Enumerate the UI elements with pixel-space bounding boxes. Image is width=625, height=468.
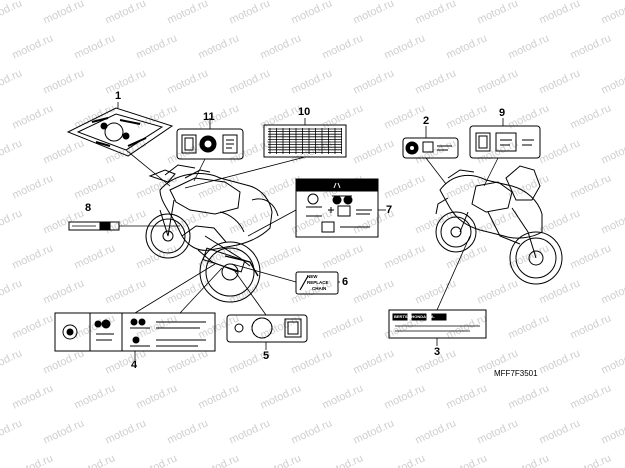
label-6-line2: REPLACE (307, 280, 329, 285)
callout-4: 4 (131, 359, 138, 371)
callout-11: 11 (203, 111, 215, 123)
callout-3: 3 (434, 346, 441, 358)
callout-9: 9 (499, 107, 506, 119)
leader-lines (117, 102, 504, 360)
label-9 (469, 125, 541, 159)
label-3 (388, 309, 487, 339)
diagram-code: MFF7F3501 (494, 369, 538, 378)
label-3-text: BERTSA HONDA S.A. (394, 314, 435, 319)
callout-10: 10 (298, 106, 311, 118)
label-10 (263, 124, 347, 158)
label-6-line1: NEW (307, 274, 318, 279)
callout-5: 5 (263, 350, 270, 362)
label-1-diamond (66, 107, 174, 157)
label-7 (295, 178, 379, 238)
callout-7: 7 (386, 204, 393, 216)
left-motorcycle (145, 164, 279, 303)
callout-2: 2 (423, 115, 430, 127)
label-11 (176, 128, 244, 160)
label-6 (295, 271, 339, 295)
callout-1: 1 (115, 90, 122, 102)
label-5 (226, 314, 308, 343)
callout-6: 6 (342, 276, 349, 288)
label-8 (68, 221, 120, 231)
label-4 (54, 312, 216, 352)
label-2 (402, 137, 459, 159)
right-motorcycle (435, 165, 563, 285)
callout-8: 8 (85, 202, 92, 214)
label-6-line3: CHAIN (312, 286, 327, 291)
